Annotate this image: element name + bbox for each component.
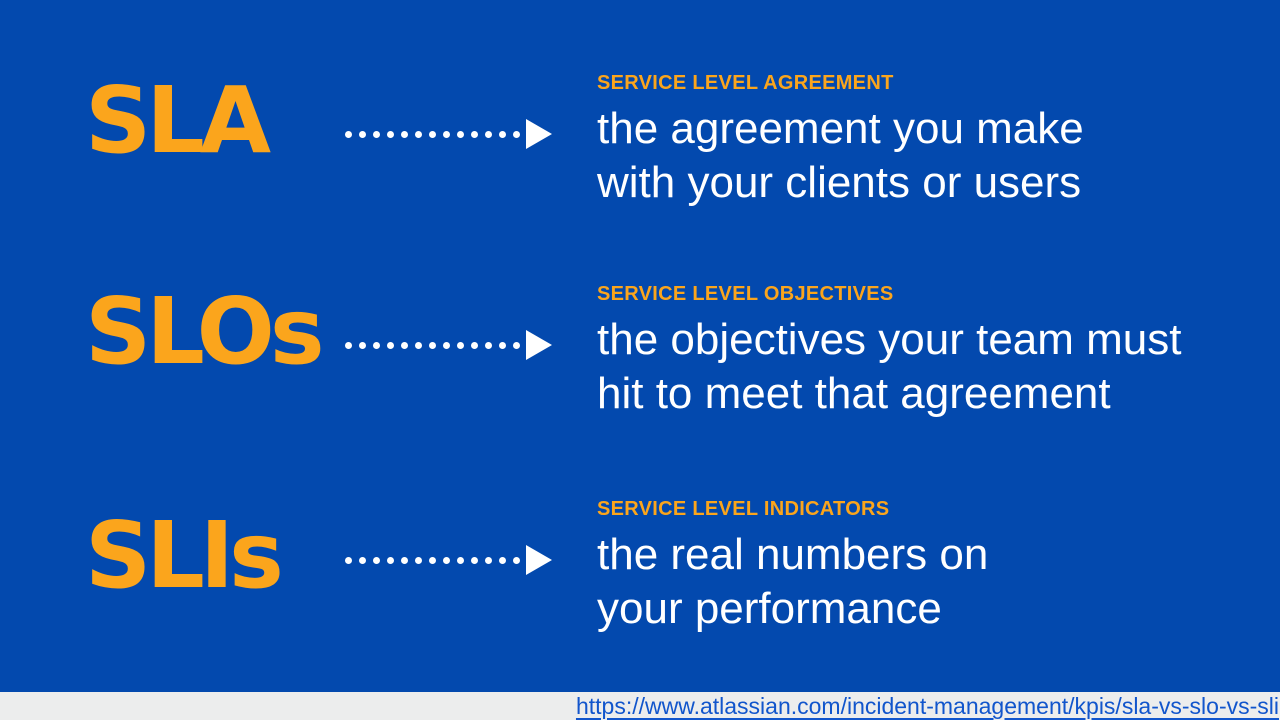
row-slis: SLIs SERVICE LEVEL INDICATORS the real n… (0, 498, 1280, 708)
slis-description: the real numbers on your performance (597, 528, 988, 636)
row-slos: SLOs SERVICE LEVEL OBJECTIVES the object… (0, 283, 1280, 493)
arrow-dot (387, 341, 394, 349)
arrow-dot (345, 556, 352, 564)
arrow-dot (359, 556, 366, 564)
arrow-dot (359, 130, 366, 138)
arrow-dot (443, 556, 450, 564)
arrow-dot (457, 130, 464, 138)
arrowhead-icon (526, 545, 552, 575)
arrow-dot (513, 130, 520, 138)
arrow-dots (345, 130, 520, 138)
service-level-agreement-heading: SERVICE LEVEL AGREEMENT (597, 72, 894, 94)
sla-description: the agreement you make with your clients… (597, 102, 1084, 210)
acronym-slos: SLOs (85, 278, 325, 385)
arrow-dot (485, 556, 492, 564)
arrow-dot (429, 341, 436, 349)
arrowhead-icon (526, 330, 552, 360)
slos-description-line-2: hit to meet that agreement (597, 369, 1111, 418)
arrow-dot (485, 341, 492, 349)
slos-description-line-1: the objectives your team must (597, 315, 1182, 364)
arrowhead-icon (526, 119, 552, 149)
service-level-objectives-heading: SERVICE LEVEL OBJECTIVES (597, 283, 894, 305)
arrow-dot (387, 130, 394, 138)
arrow-dot (485, 130, 492, 138)
definition-block-slis: SERVICE LEVEL INDICATORS the real number… (597, 498, 988, 636)
arrow-dot (457, 556, 464, 564)
dotted-arrow (345, 329, 552, 361)
arrow-dots (345, 341, 520, 349)
arrow-dot (499, 556, 506, 564)
arrow-dot (401, 341, 408, 349)
arrow-dot (415, 341, 422, 349)
arrow-dot (429, 130, 436, 138)
arrow-dot (513, 341, 520, 349)
acronym-sla: SLA (85, 67, 271, 174)
slis-description-line-1: the real numbers on (597, 530, 989, 579)
service-level-indicators-heading: SERVICE LEVEL INDICATORS (597, 498, 890, 520)
arrow-dot (471, 341, 478, 349)
acronym-slis: SLIs (85, 502, 284, 609)
sla-description-line-1: the agreement you make (597, 104, 1084, 153)
slis-description-line-2: your performance (597, 584, 942, 633)
arrow-dot (387, 556, 394, 564)
arrow-dot (415, 130, 422, 138)
arrow-dot (471, 130, 478, 138)
arrow-dot (401, 556, 408, 564)
arrow-dot (471, 556, 478, 564)
row-sla: SLA SERVICE LEVEL AGREEMENT the agreemen… (0, 72, 1280, 282)
arrow-dot (499, 130, 506, 138)
dotted-arrow (345, 544, 552, 576)
arrow-dot (359, 341, 366, 349)
arrow-dot (499, 341, 506, 349)
arrow-dot (401, 130, 408, 138)
definition-block-slos: SERVICE LEVEL OBJECTIVES the objectives … (597, 283, 1181, 421)
arrow-dot (415, 556, 422, 564)
arrow-dot (443, 341, 450, 349)
arrow-dot (345, 341, 352, 349)
slos-description: the objectives your team must hit to mee… (597, 313, 1181, 421)
arrow-dot (429, 556, 436, 564)
arrow-dot (513, 556, 520, 564)
definition-block-sla: SERVICE LEVEL AGREEMENT the agreement yo… (597, 72, 1084, 210)
arrow-dot (373, 341, 380, 349)
arrow-dot (457, 341, 464, 349)
arrow-dot (443, 130, 450, 138)
footer-bar: https://www.atlassian.com/incident-manag… (0, 692, 1280, 720)
arrow-dot (373, 130, 380, 138)
arrow-dot (345, 130, 352, 138)
sla-description-line-2: with your clients or users (597, 158, 1082, 207)
arrow-dot (373, 556, 380, 564)
arrow-dots (345, 556, 520, 564)
dotted-arrow (345, 118, 552, 150)
source-url-link[interactable]: https://www.atlassian.com/incident-manag… (575, 693, 1279, 719)
